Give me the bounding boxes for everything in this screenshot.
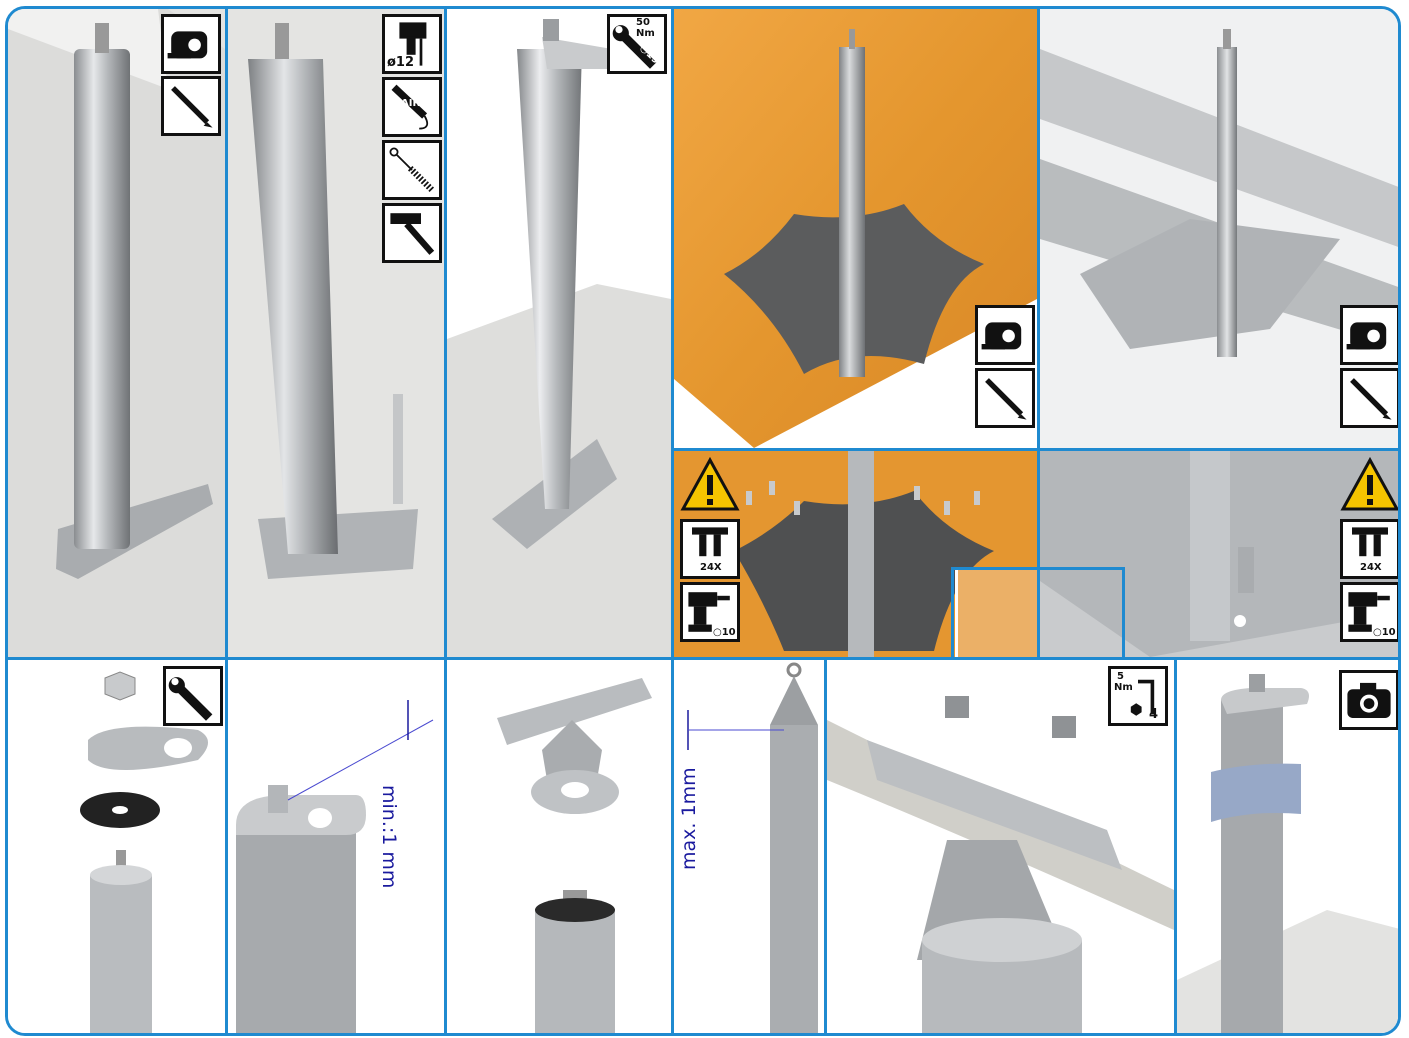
warning-icon <box>680 457 740 513</box>
wrench-icon: ○19 <box>163 666 223 726</box>
warning-icon <box>1340 457 1398 513</box>
step-1-panel <box>8 9 225 657</box>
divider <box>674 448 1398 451</box>
divider <box>951 567 954 657</box>
cordless-screwdriver-icon: ○10 <box>680 582 740 642</box>
step-2-panel: ø12 AIR <box>228 9 444 657</box>
step-4-panel <box>674 9 1037 448</box>
bit-size-label: ○10 <box>713 627 736 638</box>
bolt-count-icon: 24X <box>1340 519 1398 579</box>
torque-50-label: 50 Nm <box>636 17 655 39</box>
drill-diameter-label: ø12 <box>387 55 415 70</box>
step-10-panel <box>447 660 671 1033</box>
step-8-panel: ○19 <box>8 660 225 1033</box>
divider <box>225 9 228 1033</box>
divider <box>1037 9 1040 657</box>
hex-size-label: 4 <box>1149 707 1159 722</box>
torque-5-unit-label: Nm <box>1114 682 1133 693</box>
divider <box>444 9 447 1033</box>
max-gap-label: max. 1mm <box>678 767 700 870</box>
divider <box>1174 660 1177 1033</box>
measure-icon <box>1340 305 1398 365</box>
bolt-count-label: 24X <box>700 562 722 573</box>
min-gap-illustration <box>228 660 444 1033</box>
screws-metal-roof-illustration <box>1040 451 1398 657</box>
bolt-count-label: 24X <box>1360 562 1382 573</box>
bit-size-label: ○10 <box>1373 627 1396 638</box>
measure-icon <box>161 14 221 74</box>
bolt-count-icon: 24X <box>680 519 740 579</box>
air-pump-icon: AIR <box>382 77 442 137</box>
pencil-icon <box>161 76 221 136</box>
step-9-panel: min.:1 mm <box>228 660 444 1033</box>
divider <box>671 9 674 1033</box>
divider <box>1122 567 1125 657</box>
drill-icon: ø12 <box>382 14 442 74</box>
hex-key-icon: 5 Nm 4 <box>1108 666 1168 726</box>
wrench-icon: 50 Nm ○19 <box>607 14 667 74</box>
step-3-panel: 50 Nm ○19 <box>447 9 671 657</box>
post-tightened-illustration <box>447 9 671 657</box>
cable-connector-illustration <box>447 660 671 1033</box>
cleaning-brush-icon <box>382 140 442 200</box>
divider <box>824 660 827 1033</box>
min-gap-label: min.:1 mm <box>378 785 400 889</box>
divider <box>1037 567 1040 657</box>
divider <box>8 657 1398 660</box>
max-gap-illustration <box>674 660 824 1033</box>
step-5-panel <box>1040 9 1398 448</box>
step-11-panel: max. 1mm <box>674 660 824 1033</box>
step-7-panel: 24X ○10 <box>1040 451 1398 657</box>
grub-screws-illustration <box>827 660 1174 1033</box>
step-6-panel: 24X ○10 <box>674 451 1037 657</box>
pencil-icon <box>1340 368 1398 428</box>
step-13-panel <box>1177 660 1398 1033</box>
step-12-panel: 5 Nm 4 <box>827 660 1174 1033</box>
torque-5-label: 5 <box>1117 671 1124 682</box>
air-label: AIR <box>401 98 421 109</box>
cordless-screwdriver-icon: ○10 <box>1340 582 1398 642</box>
deck-plate-metal-roof-illustration <box>1040 9 1398 448</box>
camera-icon <box>1339 670 1398 730</box>
instruction-sheet: ø12 AIR 50 Nm <box>5 6 1401 1036</box>
measure-icon <box>975 305 1035 365</box>
pencil-icon <box>975 368 1035 428</box>
hammer-icon <box>382 203 442 263</box>
exploded-fixing-illustration <box>8 660 225 1033</box>
